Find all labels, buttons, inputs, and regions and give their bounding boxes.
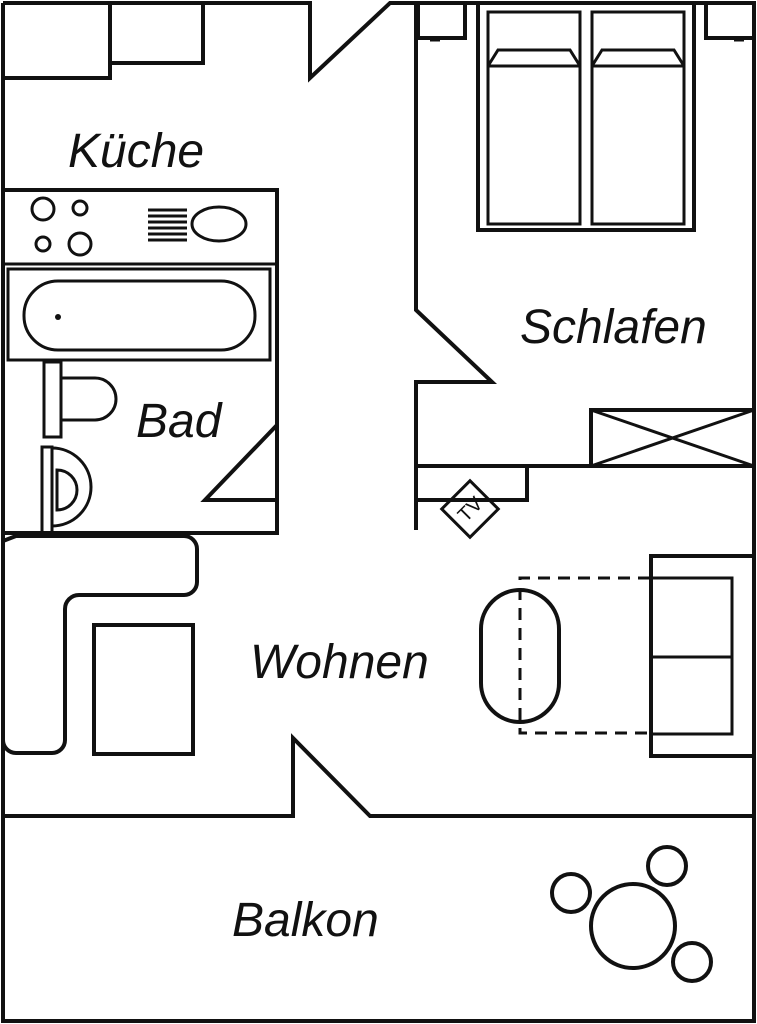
kitchen-cabinet xyxy=(110,3,205,65)
washbasin xyxy=(51,446,93,528)
bathtub xyxy=(6,267,272,362)
kitchen-sink xyxy=(190,205,248,243)
balcony-chair xyxy=(646,845,688,887)
stove-burner xyxy=(67,231,93,257)
sink-drainboard xyxy=(148,208,187,242)
tv-label: TV xyxy=(454,492,488,526)
toilet-tank xyxy=(42,360,63,439)
room-label-bedroom: Schlafen xyxy=(520,301,707,354)
washbasin-bowl xyxy=(55,468,79,512)
balcony: Balkon xyxy=(232,845,713,983)
sofa-cushion xyxy=(649,655,734,736)
bathtub-drain xyxy=(55,314,61,320)
kitchen-cabinet xyxy=(3,3,112,80)
sofa-cushion xyxy=(649,576,734,659)
washbasin-wall xyxy=(40,445,54,535)
balcony-chair xyxy=(550,872,592,914)
tv-icon: TV xyxy=(439,478,501,540)
interior-walls xyxy=(3,1,754,818)
bathtub-basin xyxy=(22,279,257,352)
stove-burner xyxy=(71,199,89,217)
kitchen: Küche xyxy=(3,3,248,257)
room-label-bathroom: Bad xyxy=(136,395,223,448)
stove-burner xyxy=(30,196,56,222)
dining-table xyxy=(92,623,195,756)
room-label-living: Wohnen xyxy=(250,636,429,689)
room-label-balcony: Balkon xyxy=(232,894,379,947)
room-label-kitchen: Küche xyxy=(68,125,204,178)
toilet-bowl xyxy=(61,376,118,422)
balcony-chair xyxy=(671,941,713,983)
bedroom-closet xyxy=(589,408,756,468)
wardrobe xyxy=(704,3,756,40)
wardrobe xyxy=(416,3,467,40)
bedroom: Schlafen xyxy=(416,1,756,468)
double-bed xyxy=(476,1,696,232)
sofa-bed-extension xyxy=(518,576,650,735)
living-room: TV Wohnen xyxy=(1,466,754,758)
stove-burner xyxy=(34,235,52,253)
bathroom: Bad xyxy=(3,262,277,535)
corner-sofa xyxy=(1,534,199,755)
balcony-table xyxy=(589,882,677,970)
tv-cabinet xyxy=(416,466,529,502)
